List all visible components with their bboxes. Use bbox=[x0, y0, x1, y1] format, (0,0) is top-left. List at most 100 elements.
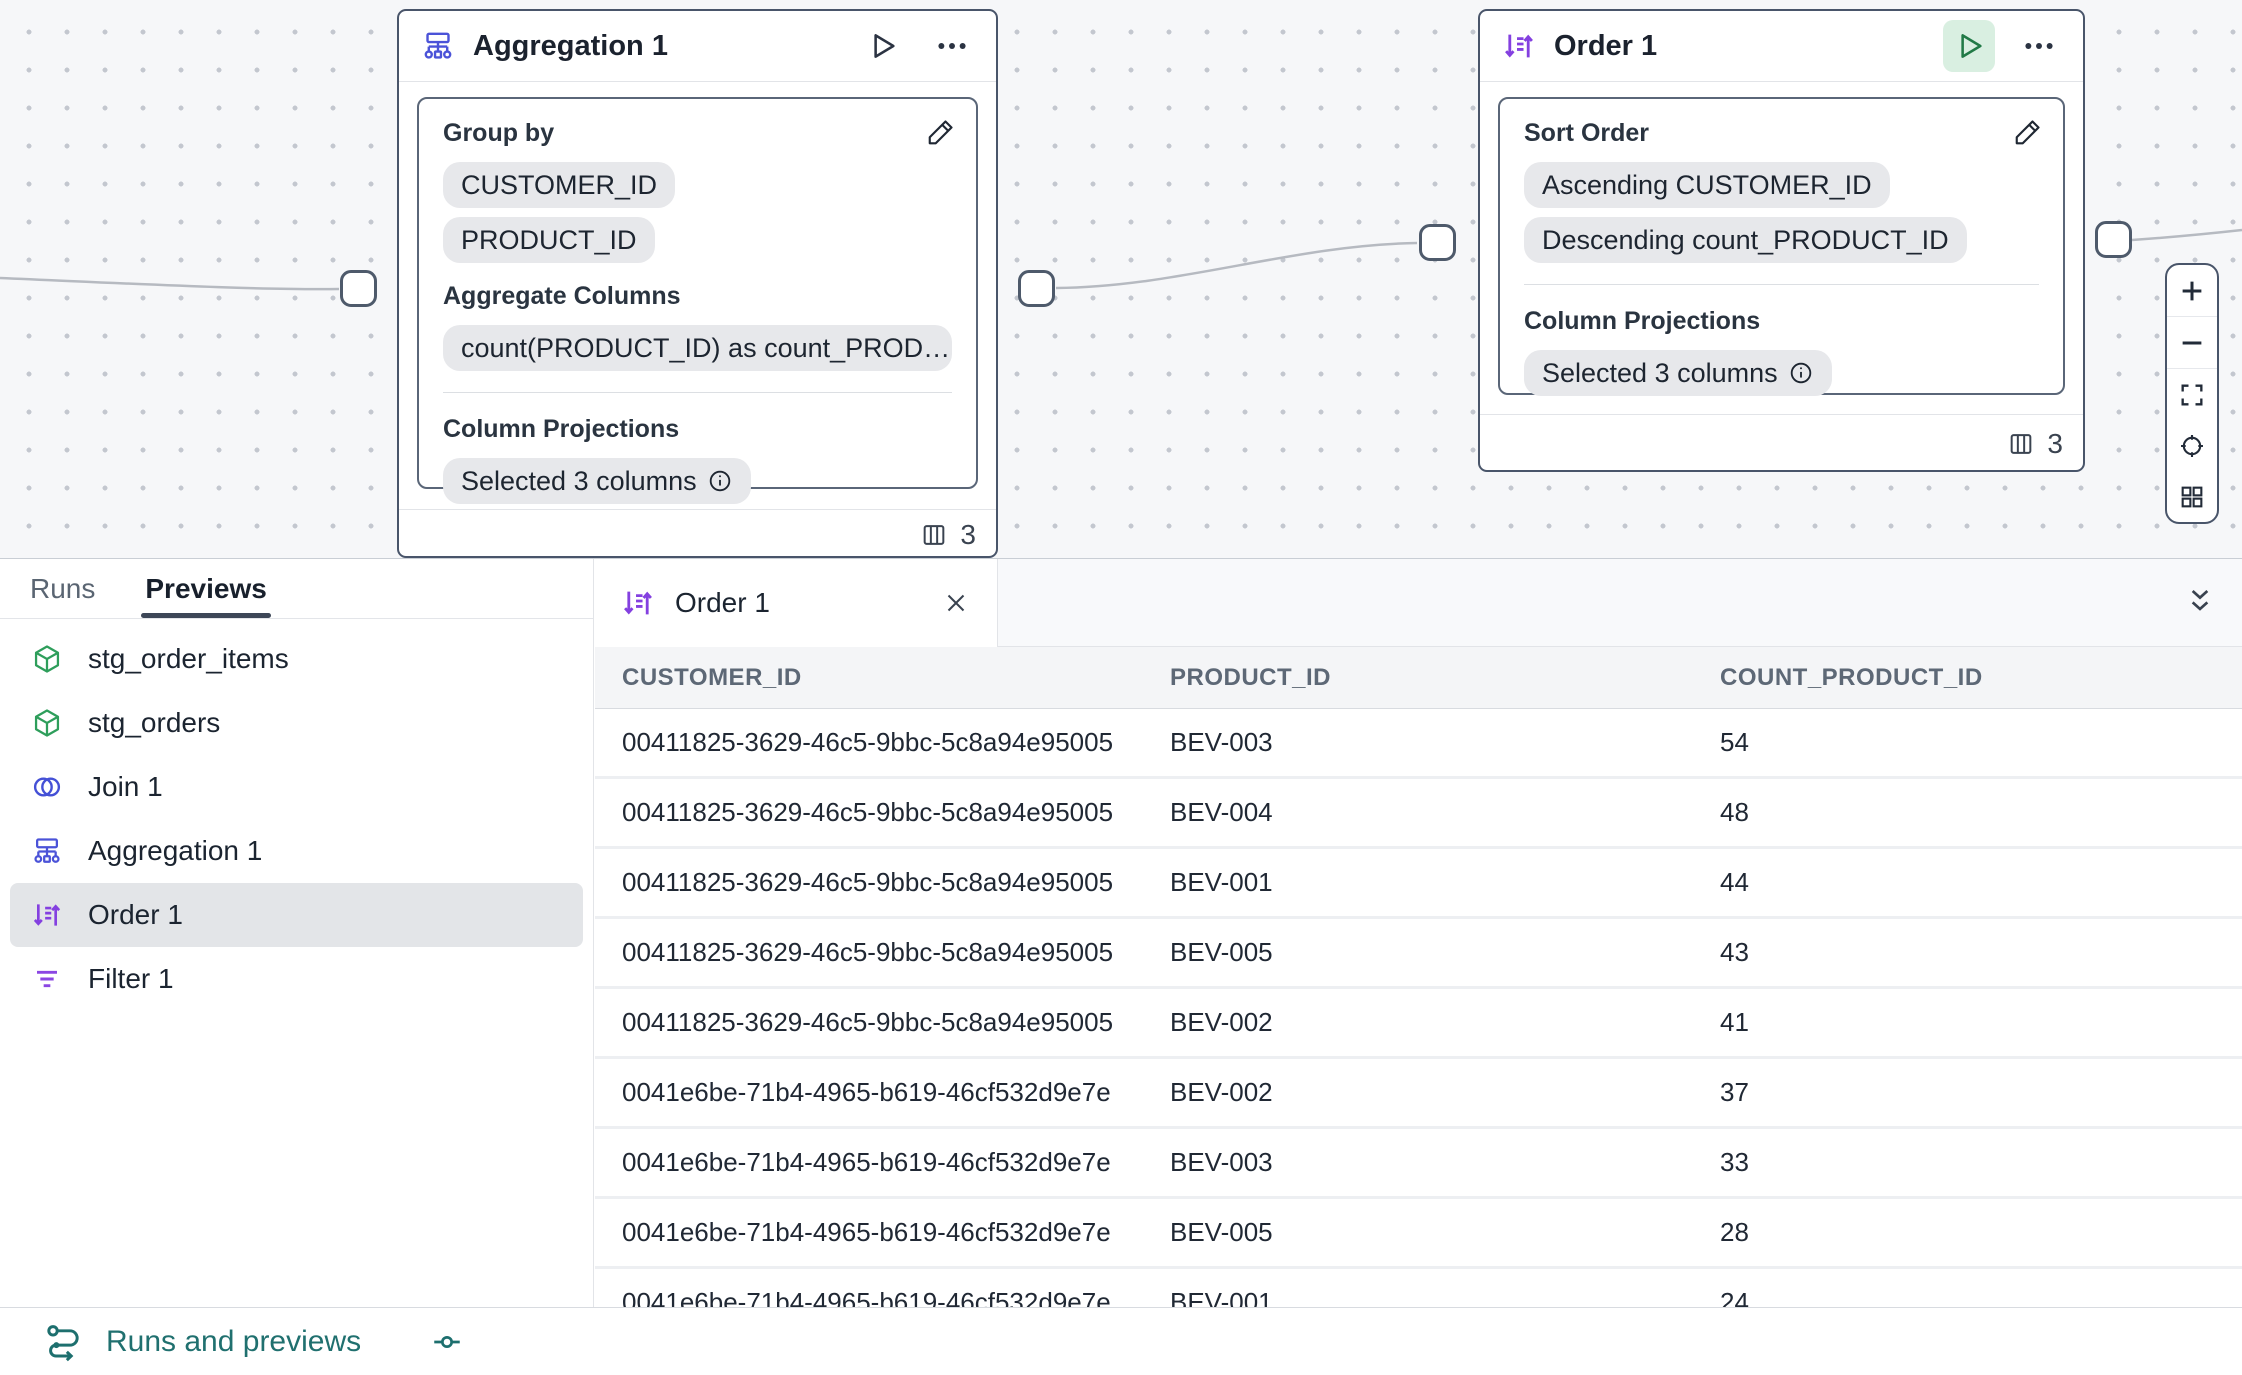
cell-customer-id: 0041e6be-71b4-4965-b619-46cf532d9e7e bbox=[622, 1287, 1111, 1308]
table-row: 0041e6be-71b4-4965-b619-46cf532d9e7e BEV… bbox=[595, 1199, 2242, 1269]
sidebar-item-stg-order-items[interactable]: stg_order_items bbox=[10, 627, 583, 691]
run-node-button[interactable] bbox=[1943, 20, 1995, 72]
cell-product-id: BEV-005 bbox=[1170, 937, 1273, 967]
column-header: CUSTOMER_ID bbox=[622, 663, 802, 691]
fit-view-button[interactable] bbox=[2167, 369, 2217, 420]
sidebar-item-label: Filter 1 bbox=[88, 963, 174, 994]
aggregation-icon bbox=[30, 835, 64, 867]
node-more-button[interactable] bbox=[2013, 20, 2065, 72]
filter-icon bbox=[30, 963, 64, 995]
node-footer: 3 bbox=[399, 509, 996, 559]
collapse-panel-button[interactable] bbox=[2184, 585, 2216, 617]
status-bar: Runs and previews bbox=[0, 1307, 2242, 1375]
cell-product-id: BEV-001 bbox=[1170, 1287, 1273, 1308]
order-icon bbox=[621, 586, 655, 620]
sidebar-item-order-1[interactable]: Order 1 bbox=[10, 883, 583, 947]
cell-count-product-id: 37 bbox=[1720, 1077, 1749, 1107]
zoom-out-button[interactable] bbox=[2167, 317, 2217, 368]
edit-pencil-icon[interactable] bbox=[2013, 117, 2043, 147]
cell-product-id: BEV-003 bbox=[1170, 1147, 1273, 1177]
node-title: Order 1 bbox=[1554, 29, 1658, 62]
aggregation-output-port[interactable] bbox=[1018, 270, 1055, 307]
sidebar-item-join-1[interactable]: Join 1 bbox=[10, 755, 583, 819]
sidebar-item-aggregation-1[interactable]: Aggregation 1 bbox=[10, 819, 583, 883]
runs-and-previews-icon bbox=[47, 1324, 79, 1361]
column-projection-chip[interactable]: Selected 3 columns bbox=[443, 458, 751, 504]
group-by-label: Group by bbox=[443, 119, 555, 147]
close-preview-button[interactable] bbox=[941, 588, 971, 618]
canvas-zoom-toolbar bbox=[2165, 263, 2219, 524]
preview-table-body: 00411825-3629-46c5-9bbc-5c8a94e95005 BEV… bbox=[595, 709, 2242, 1308]
pipeline-step-list: stg_order_items stg_orders Join 1 bbox=[0, 619, 593, 1011]
cell-count-product-id: 54 bbox=[1720, 727, 1749, 757]
column-count: 3 bbox=[2047, 427, 2063, 459]
sidebar-item-stg-orders[interactable]: stg_orders bbox=[10, 691, 583, 755]
minus-icon bbox=[2182, 341, 2202, 344]
aggregation-node[interactable]: Aggregation 1 Group by CUSTOMER_ID PRODU… bbox=[397, 9, 998, 558]
order-icon bbox=[30, 899, 64, 931]
cell-product-id: BEV-002 bbox=[1170, 1007, 1273, 1037]
cell-count-product-id: 48 bbox=[1720, 797, 1749, 827]
minimap-toggle-icon[interactable] bbox=[429, 1324, 465, 1360]
sidebar-item-label: stg_orders bbox=[88, 707, 221, 738]
info-icon bbox=[1790, 362, 1811, 384]
sidebar-item-label: stg_order_items bbox=[88, 643, 289, 674]
preview-area: Order 1 CUSTOMER_ID PRODUCT_ID COUNT_PRO… bbox=[595, 559, 2242, 1308]
cell-product-id: BEV-004 bbox=[1170, 797, 1273, 827]
cell-product-id: BEV-001 bbox=[1170, 867, 1273, 897]
cell-customer-id: 0041e6be-71b4-4965-b619-46cf532d9e7e bbox=[622, 1147, 1111, 1177]
sidebar-item-filter-1[interactable]: Filter 1 bbox=[10, 947, 583, 1011]
table-row: 0041e6be-71b4-4965-b619-46cf532d9e7e BEV… bbox=[595, 1129, 2242, 1199]
play-icon bbox=[874, 34, 895, 58]
cell-customer-id: 00411825-3629-46c5-9bbc-5c8a94e95005 bbox=[622, 727, 1114, 757]
group-by-chip[interactable]: PRODUCT_ID bbox=[443, 217, 655, 263]
cell-count-product-id: 41 bbox=[1720, 1007, 1749, 1037]
status-bar-label[interactable]: Runs and previews bbox=[106, 1324, 362, 1358]
tab-previews[interactable]: Previews bbox=[141, 559, 272, 618]
group-by-chip[interactable]: CUSTOMER_ID bbox=[443, 162, 676, 208]
cell-count-product-id: 28 bbox=[1720, 1217, 1749, 1247]
order-output-port[interactable] bbox=[2095, 221, 2132, 258]
pipeline-canvas[interactable]: Aggregation 1 Group by CUSTOMER_ID PRODU… bbox=[0, 0, 2242, 558]
table-row: 00411825-3629-46c5-9bbc-5c8a94e95005 BEV… bbox=[595, 919, 2242, 989]
cell-customer-id: 0041e6be-71b4-4965-b619-46cf532d9e7e bbox=[622, 1077, 1111, 1107]
chevron-double-down-icon bbox=[2191, 590, 2209, 611]
sort-chip[interactable]: Ascending CUSTOMER_ID bbox=[1524, 162, 1890, 208]
column-projections-label: Column Projections bbox=[1524, 307, 1761, 335]
dataset-cube-icon bbox=[30, 707, 64, 739]
columns-icon bbox=[2011, 433, 2032, 454]
order-icon bbox=[1502, 27, 1536, 65]
sidebar-item-label: Join 1 bbox=[88, 771, 163, 802]
run-node-button[interactable] bbox=[856, 20, 908, 72]
grid-icon bbox=[2181, 486, 2203, 507]
panel-tabs: Runs Previews bbox=[0, 559, 593, 619]
preview-tab-order-1[interactable]: Order 1 bbox=[595, 559, 998, 647]
column-projection-chip[interactable]: Selected 3 columns bbox=[1524, 350, 1832, 396]
tab-runs[interactable]: Runs bbox=[30, 572, 96, 604]
locate-button[interactable] bbox=[2167, 420, 2217, 471]
sort-chip[interactable]: Descending count_PRODUCT_ID bbox=[1524, 217, 1967, 263]
node-footer: 3 bbox=[1480, 414, 2083, 472]
zoom-in-button[interactable] bbox=[2167, 265, 2217, 316]
cell-customer-id: 00411825-3629-46c5-9bbc-5c8a94e95005 bbox=[622, 1007, 1114, 1037]
column-projection-chip-label: Selected 3 columns bbox=[1542, 357, 1778, 388]
aggregate-column-chip[interactable]: count(PRODUCT_ID) as count_PROD… bbox=[443, 325, 952, 371]
preview-tabbar: Order 1 bbox=[595, 559, 2242, 647]
ellipsis-icon bbox=[2025, 43, 2053, 49]
order-input-port[interactable] bbox=[1419, 224, 1456, 261]
grid-view-button[interactable] bbox=[2167, 471, 2217, 522]
table-row: 00411825-3629-46c5-9bbc-5c8a94e95005 BEV… bbox=[595, 709, 2242, 779]
sidebar-item-label: Order 1 bbox=[88, 899, 183, 930]
order-node[interactable]: Order 1 Sort Order Ascending CUSTOMER_ID… bbox=[1478, 9, 2085, 472]
column-header: COUNT_PRODUCT_ID bbox=[1720, 663, 1983, 691]
aggregate-columns-label: Aggregate Columns bbox=[443, 282, 681, 310]
plus-icon bbox=[2182, 281, 2202, 300]
table-row: 0041e6be-71b4-4965-b619-46cf532d9e7e BEV… bbox=[595, 1059, 2242, 1129]
node-more-button[interactable] bbox=[926, 20, 978, 72]
table-row: 00411825-3629-46c5-9bbc-5c8a94e95005 BEV… bbox=[595, 989, 2242, 1059]
locate-icon bbox=[2181, 434, 2203, 457]
aggregation-input-port[interactable] bbox=[340, 270, 377, 307]
cell-product-id: BEV-003 bbox=[1170, 727, 1273, 757]
edit-pencil-icon[interactable] bbox=[926, 117, 956, 147]
